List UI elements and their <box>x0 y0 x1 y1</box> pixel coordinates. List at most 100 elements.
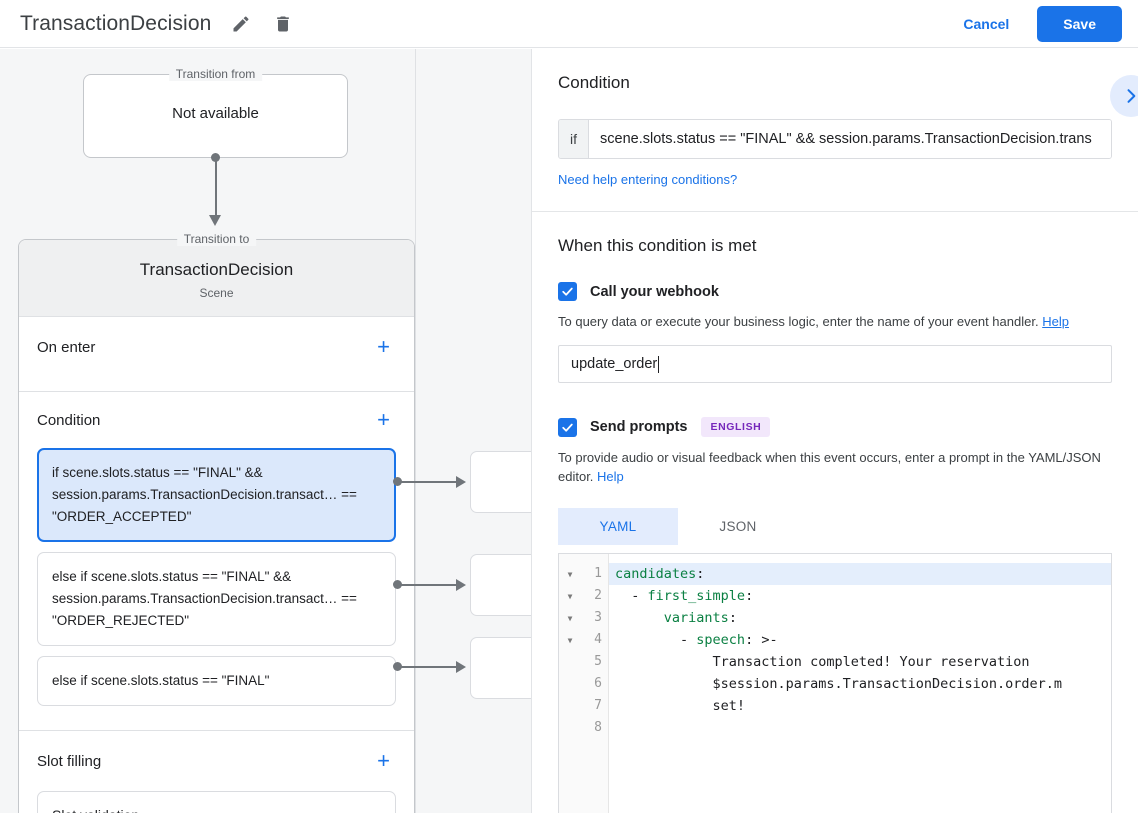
code-line[interactable]: $session.params.TransactionDecision.orde… <box>609 673 1111 695</box>
prompts-label: Send prompts <box>590 419 688 435</box>
fold-toggle-icon[interactable]: ▼ <box>567 591 573 601</box>
send-prompts-block: Send prompts ENGLISH To provide audio or… <box>558 417 1112 813</box>
section-condition: Condition + if scene.slots.status == "FI… <box>19 392 414 731</box>
slot-validation-item[interactable]: Slot validation <box>37 791 396 813</box>
branch-arrowhead <box>456 579 466 591</box>
branch-target-node[interactable] <box>470 637 531 699</box>
yaml-key: candidates <box>615 566 697 582</box>
line-number: 2 <box>594 588 602 603</box>
condition-heading: Condition <box>558 73 630 92</box>
yaml-text <box>615 610 664 626</box>
webhook-help-link[interactable]: Help <box>1042 314 1069 329</box>
prompts-checkbox-row[interactable]: Send prompts ENGLISH <box>558 417 1112 437</box>
scene-graph-canvas[interactable]: Transition from Not available Transition… <box>0 49 531 813</box>
yaml-key: speech <box>696 632 746 648</box>
prompts-checkbox[interactable] <box>558 417 577 437</box>
connector-line <box>215 157 217 217</box>
tab-json[interactable]: JSON <box>719 519 757 534</box>
topbar-actions: Cancel Save <box>949 5 1138 42</box>
branch-arrowhead <box>456 661 466 673</box>
yaml-text: : >- <box>745 632 778 648</box>
language-badge: ENGLISH <box>701 417 771 437</box>
webhook-checkbox[interactable] <box>558 282 577 301</box>
editor-code-area[interactable]: candidates: - first_simple: variants: - … <box>609 554 1111 813</box>
yaml-key: variants <box>663 610 729 626</box>
fold-toggle-icon <box>559 717 581 739</box>
fold-toggle-icon[interactable]: ▼ <box>567 635 573 645</box>
condition-item[interactable]: else if scene.slots.status == "FINAL" &&… <box>37 552 396 646</box>
when-met-heading: When this condition is met <box>558 236 757 255</box>
yaml-text: : <box>728 610 737 626</box>
line-number: 8 <box>594 720 602 735</box>
condition-input[interactable]: scene.slots.status == "FINAL" && session… <box>589 120 1111 158</box>
branch-arrowhead <box>456 476 466 488</box>
condition-help-link[interactable]: Need help entering conditions? <box>558 172 738 187</box>
code-line[interactable]: - speech: >- <box>609 629 1111 651</box>
scene-type: Scene <box>199 286 234 300</box>
condition-item[interactable]: if scene.slots.status == "FINAL" && sess… <box>37 448 396 542</box>
scene-name: TransactionDecision <box>139 260 294 279</box>
branch-target-node[interactable] <box>470 451 531 513</box>
branch-dot <box>393 662 402 671</box>
code-line[interactable]: variants: <box>609 607 1111 629</box>
webhook-label: Call your webhook <box>590 283 719 300</box>
condition-item[interactable]: else if scene.slots.status == "FINAL" <box>37 656 396 706</box>
webhook-description-text: To query data or execute your business l… <box>558 314 1039 329</box>
code-line[interactable]: - first_simple: <box>609 585 1111 607</box>
tab-yaml[interactable]: YAML <box>558 508 678 545</box>
yaml-text: set! <box>615 698 746 714</box>
line-number: 5 <box>594 654 602 669</box>
prompts-description: To provide audio or visual feedback when… <box>558 448 1112 486</box>
fold-toggle-icon[interactable]: ▼ <box>567 569 573 579</box>
prompts-description-text: To provide audio or visual feedback when… <box>558 450 1101 484</box>
code-line[interactable]: Transaction completed! Your reservation <box>609 651 1111 673</box>
fold-toggle-icon <box>559 651 581 673</box>
yaml-text: - <box>615 588 648 604</box>
condition-section: Condition if scene.slots.status == "FINA… <box>532 49 1138 212</box>
branch-dot <box>393 580 402 589</box>
code-line[interactable] <box>609 717 1111 739</box>
transition-from-card: Transition from Not available <box>83 67 348 158</box>
code-line[interactable]: set! <box>609 695 1111 717</box>
connector-arrowhead <box>209 215 221 226</box>
page-title: TransactionDecision <box>20 11 212 35</box>
webhook-description: To query data or execute your business l… <box>558 312 1112 331</box>
save-button[interactable]: Save <box>1037 5 1122 42</box>
scene-card-header: TransactionDecision Scene <box>19 240 414 317</box>
yaml-key: first_simple <box>647 588 746 604</box>
branch-line <box>400 666 458 668</box>
prompts-help-link[interactable]: Help <box>597 469 624 484</box>
transition-to-card: Transition to TransactionDecision Scene … <box>18 232 415 813</box>
trash-icon[interactable] <box>271 12 295 36</box>
webhook-name-input[interactable]: update_order <box>558 345 1112 383</box>
top-app-bar: TransactionDecision Cancel Save <box>0 0 1138 48</box>
chevron-right-icon[interactable] <box>1110 75 1138 117</box>
condition-prefix-label: if <box>559 120 589 158</box>
branch-target-node[interactable] <box>470 554 531 616</box>
section-header-slot-filling: Slot filling + <box>37 731 396 791</box>
fold-toggle-icon <box>559 673 581 695</box>
pencil-icon[interactable] <box>229 12 253 36</box>
add-condition-icon[interactable]: + <box>377 407 390 432</box>
section-title-condition: Condition <box>37 411 101 429</box>
section-on-enter: On enter + <box>19 317 414 392</box>
section-slot-filling: Slot filling + Slot validation <box>19 731 414 813</box>
line-number: 4 <box>594 632 602 647</box>
fold-toggle-icon[interactable]: ▼ <box>567 613 573 623</box>
branch-line <box>400 584 458 586</box>
branch-line <box>400 481 458 483</box>
yaml-text: - <box>615 632 697 648</box>
add-on-enter-icon[interactable]: + <box>377 334 390 359</box>
add-slot-filling-icon[interactable]: + <box>377 748 390 773</box>
editor-fold-gutter[interactable]: ▼ ▼ ▼ ▼ <box>559 554 581 813</box>
condition-input-row[interactable]: if scene.slots.status == "FINAL" && sess… <box>558 119 1112 159</box>
fold-toggle-icon <box>559 695 581 717</box>
webhook-checkbox-row[interactable]: Call your webhook <box>558 282 1112 301</box>
line-number: 7 <box>594 698 602 713</box>
section-header-on-enter: On enter + <box>37 317 396 377</box>
section-title-on-enter: On enter <box>37 338 96 356</box>
cancel-button[interactable]: Cancel <box>949 7 1023 41</box>
code-line[interactable]: candidates: <box>609 563 1111 585</box>
